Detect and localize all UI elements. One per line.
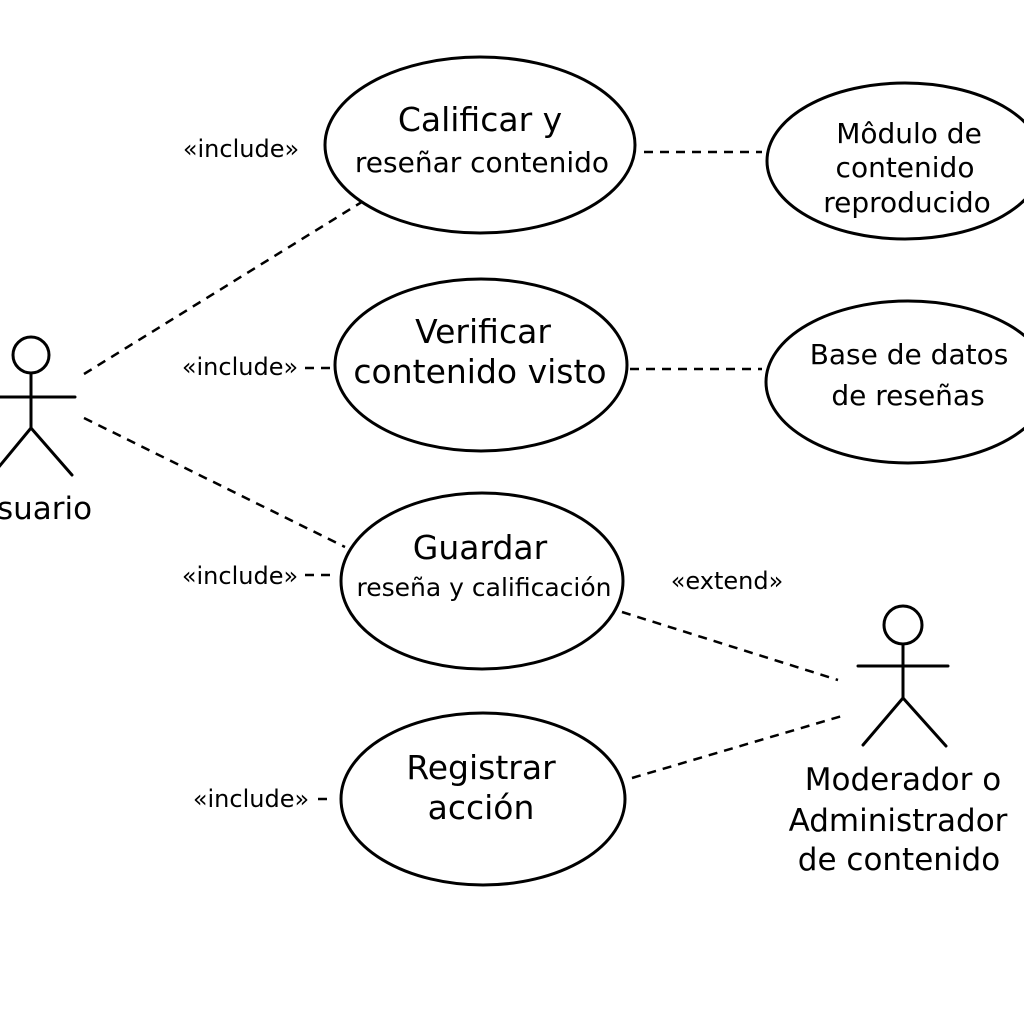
use-case-guardar[interactable]: Guardar reseña y calificación bbox=[339, 491, 625, 671]
guardar-to-moderador-line bbox=[621, 610, 839, 682]
use-case-verificar-line-2: contenido visto bbox=[353, 352, 606, 391]
use-case-guardar-line-1: Guardar bbox=[413, 528, 548, 567]
use-case-registrar-line-1: Registrar bbox=[406, 748, 556, 787]
include-label-4: «include» bbox=[193, 785, 309, 813]
use-case-guardar-shape bbox=[339, 491, 625, 671]
include-label-2: «include» bbox=[182, 353, 298, 381]
use-case-calificar-line-1: Calificar y bbox=[398, 100, 562, 139]
use-case-verificar[interactable]: Verificar contenido visto bbox=[333, 277, 629, 453]
registrar-to-moderador-line bbox=[631, 714, 843, 780]
usuario-to-guardar-line bbox=[83, 416, 346, 549]
actor-usuario-label: suario bbox=[0, 491, 92, 527]
extend-label: «extend» bbox=[671, 567, 784, 595]
use-case-guardar-line-2: reseña y calificación bbox=[357, 573, 612, 602]
use-case-registrar-shape bbox=[339, 711, 627, 887]
actor-moderador[interactable]: Moderador o Administrador de contenido bbox=[789, 604, 1008, 878]
include-label-1: «include» bbox=[183, 135, 299, 163]
actor-usuario-figure-icon bbox=[0, 335, 77, 477]
use-case-base-shape bbox=[764, 299, 1024, 465]
use-case-modulo-line-1: Môdulo de bbox=[836, 117, 982, 150]
actor-moderador-label-line-1: Moderador o bbox=[805, 762, 1001, 798]
actor-moderador-figure-icon bbox=[856, 604, 950, 748]
actor-moderador-label-line-3: de contenido bbox=[798, 842, 1000, 878]
use-case-modulo-shape bbox=[765, 81, 1024, 241]
use-case-calificar[interactable]: Calificar y reseñar contenido bbox=[323, 55, 637, 235]
use-case-base-line-2: de reseñas bbox=[831, 379, 984, 412]
use-case-modulo[interactable]: Môdulo de contenido reproducido bbox=[765, 81, 1024, 241]
use-case-base-line-1: Base de datos bbox=[810, 338, 1009, 371]
use-case-calificar-line-2: reseñar contenido bbox=[355, 146, 609, 179]
include-label-3: «include» bbox=[182, 562, 298, 590]
use-case-base[interactable]: Base de datos de reseñas bbox=[764, 299, 1024, 465]
use-case-verificar-line-1: Verificar bbox=[415, 312, 551, 351]
use-case-verificar-shape bbox=[333, 277, 629, 453]
use-case-registrar[interactable]: Registrar acción bbox=[339, 711, 627, 887]
use-case-calificar-shape bbox=[323, 55, 637, 235]
actor-usuario[interactable]: suario bbox=[0, 335, 92, 527]
actor-moderador-label-line-2: Administrador bbox=[789, 803, 1008, 839]
usuario-to-calificar-line bbox=[83, 198, 366, 376]
use-case-modulo-line-2: contenido bbox=[836, 151, 975, 184]
use-case-modulo-line-3: reproducido bbox=[823, 186, 991, 219]
use-case-registrar-line-2: acción bbox=[428, 788, 535, 827]
